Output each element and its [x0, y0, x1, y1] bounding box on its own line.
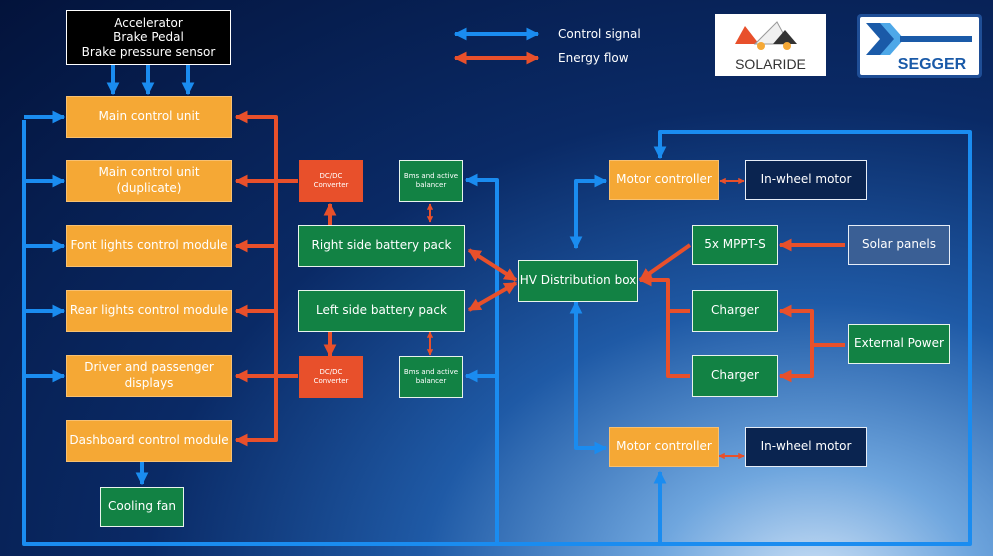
segger-chevron-icon: SEGGER [866, 23, 972, 73]
solaride-wordmark: SOLARIDE [735, 56, 806, 72]
bms-balancer-bottom: Bms and active balancer [399, 356, 463, 398]
dashboard-control-module: Dashboard control module [66, 420, 232, 462]
sensors-box: Accelerator Brake Pedal Brake pressure s… [66, 10, 231, 65]
solar-panels: Solar panels [848, 225, 950, 265]
external-power: External Power [848, 324, 950, 364]
in-wheel-motor-top: In-wheel motor [745, 160, 867, 200]
main-control-unit-duplicate: Main control unit (duplicate) [66, 160, 232, 202]
energy-flow-lines [234, 110, 845, 460]
segger-logo: SEGGER [857, 14, 982, 78]
hv-distribution-box: HV Distribution box [518, 260, 638, 302]
legend-energy-label: Energy flow [558, 51, 629, 65]
motor-controller-top: Motor controller [609, 160, 719, 200]
cooling-fan: Cooling fan [100, 487, 184, 527]
dcdc-converter-bottom: DC/DC Converter [299, 356, 363, 398]
mppt-trackers: 5x MPPT-S [692, 225, 778, 265]
motor-controller-bottom: Motor controller [609, 427, 719, 467]
driver-passenger-displays: Driver and passenger displays [66, 355, 232, 397]
right-battery-pack: Right side battery pack [298, 225, 465, 267]
segger-wordmark: SEGGER [898, 56, 967, 73]
legend-control-label: Control signal [558, 27, 641, 41]
bms-balancer-top: Bms and active balancer [399, 160, 463, 202]
legend-arrows [453, 27, 540, 65]
charger-bottom: Charger [692, 355, 778, 397]
dcdc-converter-top: DC/DC Converter [299, 160, 363, 202]
rear-lights-control-module: Rear lights control module [66, 290, 232, 332]
left-battery-pack: Left side battery pack [298, 290, 465, 332]
charger-top: Charger [692, 290, 778, 332]
solaride-car-icon: SOLARIDE [735, 21, 806, 72]
in-wheel-motor-bottom: In-wheel motor [745, 427, 867, 467]
main-control-unit: Main control unit [66, 96, 232, 138]
control-signal-lines [22, 64, 972, 546]
front-lights-control-module: Font lights control module [66, 225, 232, 267]
solaride-logo: SOLARIDE [715, 14, 826, 76]
